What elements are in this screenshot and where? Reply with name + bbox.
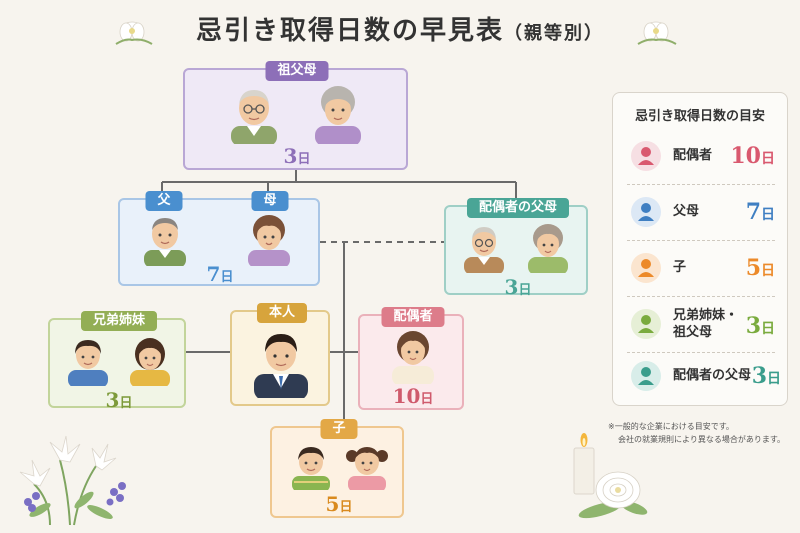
- self-tag: 本人: [256, 303, 308, 323]
- title-subtitle: （親等別）: [504, 23, 604, 44]
- siblings-tag: 兄弟姉妹: [80, 311, 158, 331]
- person-icon: [631, 309, 661, 339]
- son-icon: [292, 447, 330, 490]
- legend-value: 5日: [745, 255, 775, 281]
- self-icon: [254, 334, 308, 398]
- spouse-box: 配偶者 10日: [358, 307, 464, 410]
- siblings-days: 3日: [105, 388, 133, 412]
- mother-tag: 母: [251, 191, 289, 211]
- candle-chrysanthemum-icon: [573, 433, 648, 519]
- legend-label: 父母: [673, 204, 700, 219]
- legend-label: 子: [673, 260, 687, 275]
- legend-value: 3日: [745, 313, 775, 339]
- mother-icon: [248, 215, 290, 266]
- legend-divider: [627, 240, 775, 241]
- footnote-line1: ※一般的な企業における目安です。: [608, 422, 734, 431]
- legend-item-parents: 父母 7日: [621, 185, 781, 241]
- legend-divider: [627, 296, 775, 297]
- title-main: 忌引き取得日数の早見表: [195, 16, 504, 46]
- person-icon: [631, 141, 661, 171]
- child-box: 子 5日: [270, 419, 404, 518]
- legend-item-spouse: 配偶者 10日: [621, 129, 781, 185]
- parents-box: 父 母 7日: [118, 191, 320, 286]
- flower-icon: [637, 21, 677, 45]
- father-tag: 父: [145, 191, 183, 211]
- siblings-box: 兄弟姉妹 3日: [48, 311, 186, 412]
- legend-divider: [627, 352, 775, 353]
- daughter-icon: [346, 447, 388, 490]
- page-title: 忌引き取得日数の早見表（親等別）: [0, 10, 800, 47]
- legend-item-spouse-parents: 配偶者の父母 3日: [621, 351, 781, 401]
- person-icon: [631, 197, 661, 227]
- spouse-parents-tag: 配偶者の父母: [466, 198, 570, 218]
- grandfather-icon: [231, 90, 277, 144]
- grandparents-box: 祖父母 3日: [183, 61, 408, 170]
- sister-icon: [130, 338, 170, 386]
- legend-divider: [627, 184, 775, 185]
- legend-value: 3日: [751, 363, 781, 389]
- legend-value: 7日: [745, 199, 775, 225]
- footnote: ※一般的な企業における目安です。 会社の就業規則により異なる場合があります。: [608, 420, 798, 446]
- footnote-line2: 会社の就業規則により異なる場合があります。: [618, 435, 786, 444]
- child-days: 5日: [325, 492, 353, 516]
- child-tag: 子: [320, 419, 358, 439]
- grandparents-days: 3日: [283, 144, 311, 168]
- legend-title: 忌引き取得日数の目安: [634, 109, 765, 124]
- father-icon: [144, 218, 186, 266]
- grandmother-icon: [315, 86, 361, 144]
- lily-flowers-icon: [19, 435, 126, 526]
- spouse-father-icon: [464, 227, 504, 273]
- self-box: 本人: [230, 303, 330, 406]
- spouse-days: 10日: [392, 384, 434, 408]
- legend-label: 配偶者: [673, 148, 713, 163]
- flower-icon: [115, 21, 153, 45]
- spouse-tag: 配偶者: [381, 307, 445, 327]
- spouse-mother-icon: [528, 224, 568, 273]
- spouse-parents-days: 3日: [504, 275, 532, 299]
- legend-panel: 忌引き取得日数の目安 配偶者 10日 父母 7日 子 5日: [612, 92, 788, 406]
- legend-label: 兄弟姉妹・ 祖父母: [673, 308, 739, 340]
- legend-value: 10日: [730, 143, 775, 169]
- person-icon: [631, 253, 661, 283]
- grandparents-tag: 祖父母: [265, 61, 329, 81]
- person-icon: [631, 361, 661, 391]
- legend-label: 配偶者の父母: [673, 368, 752, 383]
- brother-icon: [68, 340, 108, 386]
- spouse-icon: [392, 331, 434, 384]
- legend-item-siblings-grandparents: 兄弟姉妹・ 祖父母 3日: [621, 297, 781, 353]
- spouse-parents-box: 配偶者の父母 3日: [444, 198, 588, 299]
- legend-item-child: 子 5日: [621, 241, 781, 297]
- parents-days: 7日: [206, 262, 234, 286]
